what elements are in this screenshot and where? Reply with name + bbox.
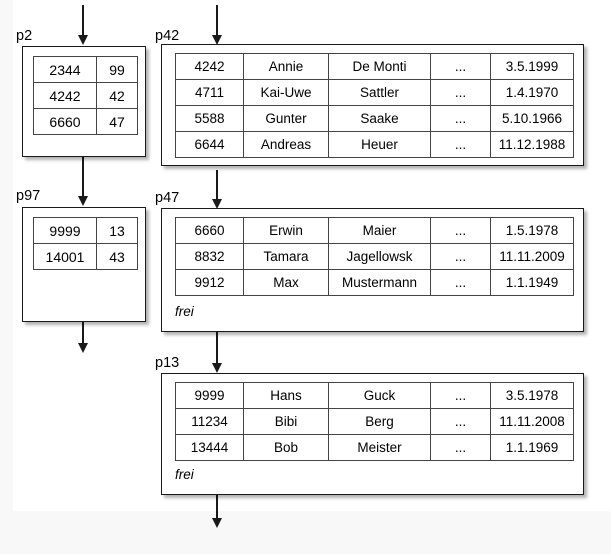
- cell-pointer: 47: [96, 108, 138, 135]
- data-table-p42: 4242 Annie De Monti ... 3.5.1999 4711 Ka…: [175, 53, 574, 158]
- cell-more: ...: [430, 408, 491, 435]
- cell-key: 9999: [33, 217, 97, 244]
- page-label-p2: p2: [16, 28, 33, 44]
- table-row[interactable]: 5588 Gunter Saake ... 5.10.1966: [175, 105, 574, 132]
- cell-date: 3.5.1978: [490, 382, 574, 409]
- page-box-p47[interactable]: 6660 Erwin Maier ... 1.5.1978 8832 Tamar…: [161, 208, 584, 332]
- table-row[interactable]: 2344 99: [33, 56, 138, 83]
- table-row[interactable]: 6644 Andreas Heuer ... 11.12.1988: [175, 131, 574, 158]
- cell-date: 1.1.1949: [490, 269, 574, 296]
- cell-date: 1.1.1969: [490, 434, 574, 461]
- cell-date: 11.11.2008: [490, 408, 574, 435]
- cell-date: 11.12.1988: [490, 131, 574, 158]
- table-row[interactable]: 4242 Annie De Monti ... 3.5.1999: [175, 53, 574, 80]
- cell-lastname: Heuer: [328, 131, 431, 158]
- cell-id: 8832: [175, 243, 244, 270]
- page-box-p42[interactable]: 4242 Annie De Monti ... 3.5.1999 4711 Ka…: [161, 44, 584, 166]
- page-label-p42: p42: [155, 28, 180, 44]
- table-row[interactable]: 13444 Bob Meister ... 1.1.1969: [175, 434, 574, 461]
- cell-more: ...: [430, 131, 491, 158]
- cell-date: 11.11.2009: [490, 243, 574, 270]
- directory-table-p97: 9999 13 14001 43: [33, 217, 138, 270]
- cell-firstname: Bob: [243, 434, 329, 461]
- cell-lastname: Sattler: [328, 79, 431, 106]
- cell-more: ...: [430, 53, 491, 80]
- cell-firstname: Tamara: [243, 243, 329, 270]
- cell-more: ...: [430, 243, 491, 270]
- table-row[interactable]: 9999 Hans Guck ... 3.5.1978: [175, 382, 574, 409]
- cell-lastname: De Monti: [328, 53, 431, 80]
- cell-more: ...: [430, 79, 491, 106]
- table-row[interactable]: 6660 47: [33, 108, 138, 135]
- cell-more: ...: [430, 105, 491, 132]
- cell-pointer: 13: [96, 217, 138, 244]
- cell-lastname: Maier: [328, 217, 431, 244]
- table-row[interactable]: 9999 13: [33, 217, 138, 244]
- page-label-p97: p97: [16, 188, 41, 204]
- cell-id: 9912: [175, 269, 244, 296]
- table-row[interactable]: 4242 42: [33, 82, 138, 109]
- cell-id: 4242: [175, 53, 244, 80]
- cell-more: ...: [430, 269, 491, 296]
- page-box-p2[interactable]: 2344 99 4242 42 6660 47: [22, 46, 146, 157]
- cell-firstname: Gunter: [243, 105, 329, 132]
- cell-more: ...: [430, 434, 491, 461]
- cell-more: ...: [430, 382, 491, 409]
- cell-lastname: Mustermann: [328, 269, 431, 296]
- table-row[interactable]: 11234 Bibi Berg ... 11.11.2008: [175, 408, 574, 435]
- cell-date: 1.5.1978: [490, 217, 574, 244]
- cell-id: 5588: [175, 105, 244, 132]
- cell-lastname: Berg: [328, 408, 431, 435]
- cell-date: 3.5.1999: [490, 53, 574, 80]
- cell-firstname: Max: [243, 269, 329, 296]
- directory-table-p2: 2344 99 4242 42 6660 47: [33, 56, 138, 135]
- page-label-p13: p13: [155, 355, 180, 371]
- cell-lastname: Saake: [328, 105, 431, 132]
- cell-lastname: Guck: [328, 382, 431, 409]
- cell-id: 13444: [175, 434, 244, 461]
- cell-firstname: Kai-Uwe: [243, 79, 329, 106]
- table-row[interactable]: 14001 43: [33, 243, 138, 270]
- cell-date: 5.10.1966: [490, 105, 574, 132]
- cell-firstname: Andreas: [243, 131, 329, 158]
- cell-id: 9999: [175, 382, 244, 409]
- table-row[interactable]: 8832 Tamara Jagellowsk ... 11.11.2009: [175, 243, 574, 270]
- cell-more: ...: [430, 217, 491, 244]
- free-space-label-p13: frei: [175, 467, 194, 482]
- page-label-p47: p47: [155, 190, 180, 206]
- cell-firstname: Erwin: [243, 217, 329, 244]
- table-row[interactable]: 6660 Erwin Maier ... 1.5.1978: [175, 217, 574, 244]
- free-space-label-p47: frei: [175, 304, 194, 319]
- cell-key: 6660: [33, 108, 97, 135]
- cell-firstname: Hans: [243, 382, 329, 409]
- cell-pointer: 99: [96, 56, 138, 83]
- data-table-p13: 9999 Hans Guck ... 3.5.1978 11234 Bibi B…: [175, 382, 574, 461]
- cell-key: 4242: [33, 82, 97, 109]
- cell-pointer: 43: [96, 243, 138, 270]
- table-row[interactable]: 4711 Kai-Uwe Sattler ... 1.4.1970: [175, 79, 574, 106]
- table-row[interactable]: 9912 Max Mustermann ... 1.1.1949: [175, 269, 574, 296]
- cell-id: 11234: [175, 408, 244, 435]
- cell-id: 6660: [175, 217, 244, 244]
- cell-firstname: Bibi: [243, 408, 329, 435]
- cell-key: 2344: [33, 56, 97, 83]
- cell-id: 4711: [175, 79, 244, 106]
- data-table-p47: 6660 Erwin Maier ... 1.5.1978 8832 Tamar…: [175, 217, 574, 296]
- page-box-p13[interactable]: 9999 Hans Guck ... 3.5.1978 11234 Bibi B…: [161, 373, 584, 495]
- cell-pointer: 42: [96, 82, 138, 109]
- cell-lastname: Meister: [328, 434, 431, 461]
- cell-firstname: Annie: [243, 53, 329, 80]
- cell-id: 6644: [175, 131, 244, 158]
- cell-date: 1.4.1970: [490, 79, 574, 106]
- cell-lastname: Jagellowsk: [328, 243, 431, 270]
- page-box-p97[interactable]: 9999 13 14001 43: [22, 207, 146, 322]
- cell-key: 14001: [33, 243, 97, 270]
